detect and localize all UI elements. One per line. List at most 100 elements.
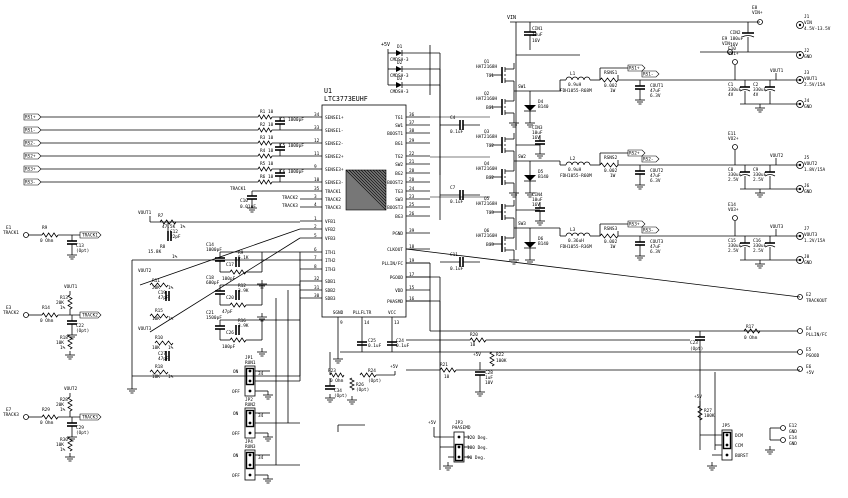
svg-text:34: 34 [314,112,320,118]
svg-text:1000pF: 1000pF [288,143,304,149]
power-stages: Q1HAT2168HQ2HAT2160HTG1BG1SW1D4B140C40.1… [430,46,826,272]
cap-c7: C70.1uF [440,185,480,205]
terminal-e8[interactable]: E8 VIN+ [752,5,763,25]
svg-text:E10: E10 [728,46,736,52]
svg-text:RS3-: RS3- [25,180,36,186]
terminal-e9[interactable]: E9 VIN- [722,36,733,55]
cap-c4: C40.1uF [440,115,480,135]
terminal-e6[interactable]: E6+5V [797,364,815,376]
part-r8: 15.8K [148,249,162,255]
part-r18: R18 [155,364,163,370]
svg-text:R29: R29 [42,407,50,413]
svg-text:8: 8 [314,264,317,270]
svg-text:28: 28 [409,168,415,174]
svg-text:BG2: BG2 [486,175,494,181]
svg-text:(Opt): (Opt) [356,387,369,393]
svg-text:J5: J5 [804,155,810,161]
svg-text:330uF: 330uF [728,243,742,249]
svg-text:Q4: Q4 [484,161,490,167]
svg-text:VOUT1: VOUT1 [64,284,78,290]
svg-text:47pF: 47pF [158,356,169,362]
svg-text:RS1+: RS1+ [25,115,36,121]
svg-text:2.5V: 2.5V [728,177,739,183]
svg-text:BG2: BG2 [395,171,403,177]
svg-text:TRACK3: TRACK3 [282,203,298,209]
svg-text:13: 13 [394,320,400,326]
svg-text:R22: R22 [496,352,504,358]
svg-text:1%: 1% [60,407,66,413]
svg-text:100K: 100K [704,413,715,419]
svg-text:R24: R24 [368,368,376,374]
svg-text:R30: R30 [60,437,68,443]
svg-text:TRACK1: TRACK1 [3,230,19,236]
svg-text:CIN4: CIN4 [532,192,543,198]
svg-text:FDH1055-R68M: FDH1055-R68M [560,88,592,94]
svg-text:R13: R13 [60,295,68,301]
svg-text:VFB3: VFB3 [325,236,336,242]
svg-text:14: 14 [364,320,370,326]
connector-j1[interactable]: J1 VIN 4.5V-13.5V [796,14,831,32]
svg-text:Q6: Q6 [484,228,490,234]
svg-text:R4: R4 [260,148,266,154]
mosfet-q4 [490,165,515,189]
svg-text:0.36uH: 0.36uH [568,238,584,244]
svg-text:VIN+: VIN+ [752,10,763,16]
svg-text:VOUT1: VOUT1 [804,76,818,82]
svg-text:+5V: +5V [473,352,481,358]
svg-text:RSNS2: RSNS2 [604,155,618,161]
svg-text:C8: C8 [728,167,734,173]
svg-text:C34: C34 [334,388,342,394]
svg-text:E6: E6 [806,364,812,370]
svg-text:R28: R28 [60,397,68,403]
svg-text:VOUT2: VOUT2 [64,386,78,392]
exposed-pad [345,169,387,211]
svg-text:B140: B140 [538,174,549,180]
svg-text:CCM: CCM [735,443,743,449]
mosfet-q3 [490,133,515,157]
svg-text:0.002: 0.002 [604,168,618,174]
svg-text:RUN2: RUN2 [245,402,256,408]
svg-text:C25: C25 [368,338,376,344]
svg-text:COUT2: COUT2 [650,168,664,174]
svg-text:PLLIN/FC: PLLIN/FC [382,261,404,267]
svg-text:37: 37 [409,120,415,126]
connector-j2[interactable]: J2 GND [796,48,813,60]
